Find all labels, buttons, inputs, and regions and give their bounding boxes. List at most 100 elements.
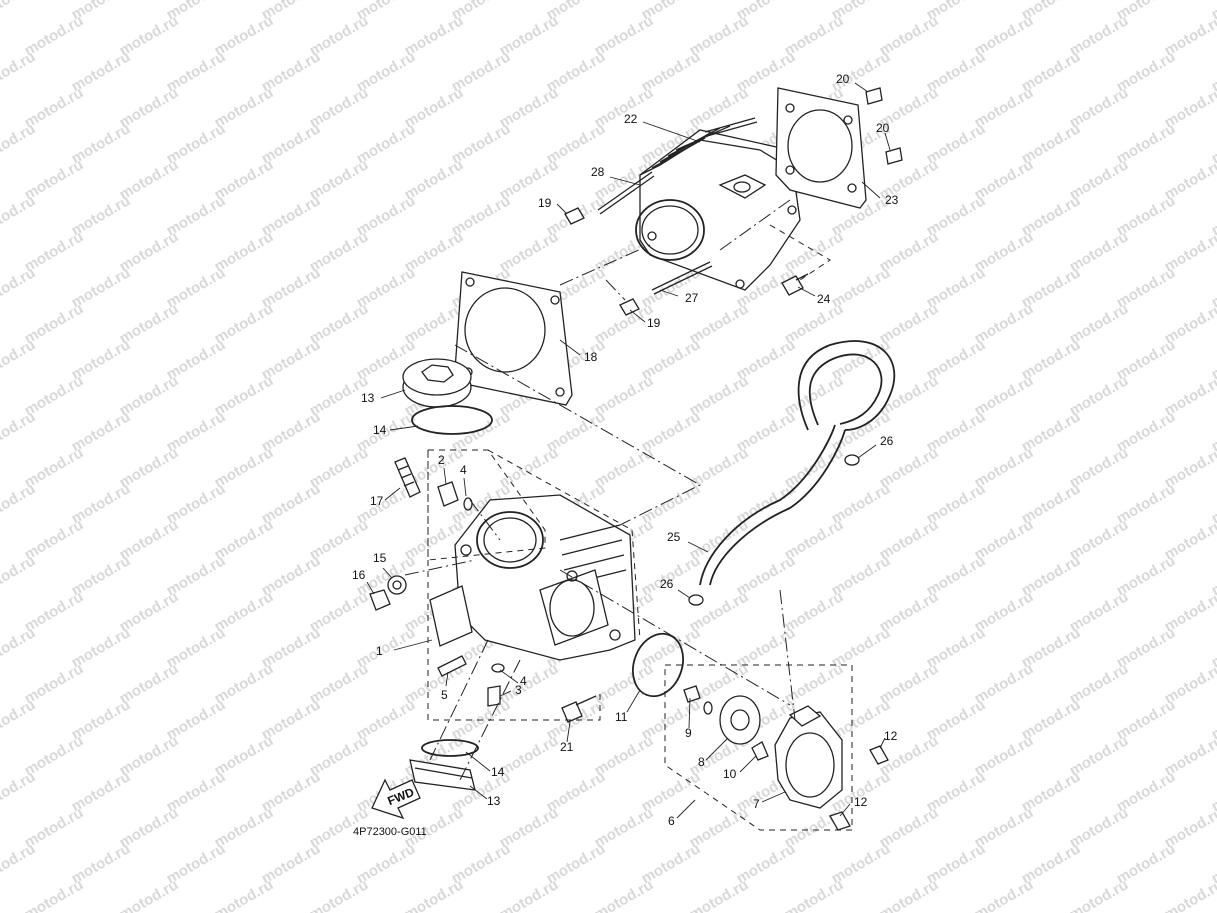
callout-21: 21 [560, 740, 574, 754]
callout-12-upper: 12 [884, 729, 898, 743]
callout-17: 17 [370, 494, 384, 508]
callout-19-upper: 19 [538, 196, 552, 210]
callout-26-upper: 26 [880, 434, 894, 448]
callout-10: 10 [723, 767, 737, 781]
stud-bolt-28 [597, 171, 655, 215]
spark-plug-17 [394, 457, 421, 498]
o-ring-14-upper [411, 405, 493, 435]
watermark-text: motod.ru [782, 876, 847, 913]
dowel-20-a [865, 87, 883, 105]
fitting-3 [487, 685, 501, 707]
callout-14-upper: 14 [373, 423, 387, 437]
callout-22: 22 [624, 112, 638, 126]
callout-25: 25 [667, 530, 681, 544]
stud-bolt-27 [651, 261, 713, 295]
dowel-pin-19-upper [564, 207, 585, 225]
watermark-text: motod.ru [0, 192, 38, 239]
watermark-text: motod.ru [1162, 876, 1217, 913]
watermark-text: motod.ru [1209, 0, 1217, 23]
washer-15 [387, 575, 407, 595]
watermark-text: motod.ru [402, 876, 467, 913]
watermark-text: motod.ru [0, 0, 38, 23]
cap-bolt-24 [781, 273, 809, 296]
o-ring-4-upper [463, 497, 473, 511]
fwd-arrow [371, 778, 421, 820]
watermark-text: motod.ru [0, 768, 38, 815]
head-gasket-23 [775, 87, 867, 209]
callout-23: 23 [885, 193, 899, 207]
watermark-text: motod.ru [1067, 876, 1132, 913]
bolt-2 [437, 481, 459, 507]
o-ring-4-lower [491, 663, 505, 673]
callout-labels: 22 20 20 28 19 23 24 27 19 18 13 14 26 1… [352, 72, 899, 828]
callout-20-a: 20 [836, 72, 850, 86]
callout-8: 8 [698, 755, 705, 769]
o-ring-14-lower [421, 739, 479, 757]
callout-24: 24 [817, 292, 831, 306]
bolt-12-upper [869, 745, 889, 765]
clamp-26-lower [688, 594, 704, 606]
watermark-text: motod.ru [687, 876, 752, 913]
clamp-26-upper [844, 454, 860, 466]
fan-8 [719, 695, 761, 745]
watermark-text: motod.ru [592, 876, 657, 913]
callout-3: 3 [515, 683, 522, 697]
watermark-text: motod.ru [972, 876, 1037, 913]
callout-15: 15 [373, 551, 387, 565]
watermark-text: motod.ru [0, 624, 38, 671]
dowel-20-b [885, 147, 903, 165]
callout-5: 5 [441, 688, 448, 702]
watermark-text: motod.ru [0, 120, 38, 167]
air-duct-25 [699, 340, 896, 586]
oil-cap-13-lower [409, 759, 476, 791]
oil-cap-13-upper [402, 358, 472, 408]
bolt-9 [683, 685, 713, 715]
callout-26-lower: 26 [660, 577, 674, 591]
watermark-text: motod.ru [0, 840, 38, 887]
bolt-12-lower [829, 811, 851, 831]
leader-lines [366, 82, 891, 819]
watermark-text: motod.ru [0, 552, 38, 599]
cylinder-head [635, 125, 801, 291]
watermark-text: motod.ru [0, 264, 38, 311]
callout-4-lower: 4 [520, 674, 527, 688]
stud-bolt-22 [704, 117, 758, 137]
callout-13-lower: 13 [487, 794, 501, 808]
diagram-code: 4P72300-G011 [353, 826, 427, 838]
watermark-text: motod.ru [0, 408, 38, 455]
bolt-16 [369, 589, 391, 611]
watermark-text: motod.ru [0, 48, 38, 95]
callout-20-b: 20 [876, 121, 890, 135]
callout-9: 9 [685, 726, 692, 740]
watermark-text: motod.ru [212, 876, 277, 913]
callout-18: 18 [584, 350, 598, 364]
callout-11: 11 [615, 710, 628, 724]
callout-19-lower: 19 [647, 316, 661, 330]
callout-14-lower: 14 [491, 765, 505, 779]
shroud-7 [774, 705, 843, 809]
callout-16: 16 [352, 568, 366, 582]
watermark-text: motod.ru [0, 480, 38, 527]
watermark-text: motod.ru [307, 876, 372, 913]
reference-lines [404, 199, 853, 831]
watermark-text: motod.ru [497, 876, 562, 913]
watermark-text: motod.ru [117, 876, 182, 913]
watermark-text: motod.ru [22, 876, 87, 913]
bolt-21 [561, 695, 597, 723]
callout-13-upper: 13 [361, 391, 375, 405]
dowel-pin-19-lower [619, 298, 640, 316]
callout-12-lower: 12 [854, 795, 868, 809]
watermark-text: motod.ru [0, 336, 38, 383]
callout-27: 27 [685, 291, 699, 305]
watermark-text: motod.ru [0, 696, 38, 743]
gasket-11 [632, 632, 684, 698]
cylinder-gasket-18 [454, 271, 573, 406]
callout-1: 1 [376, 644, 383, 658]
callout-4-upper: 4 [460, 463, 467, 477]
watermark-text: motod.ru [877, 876, 942, 913]
callout-6: 6 [668, 814, 675, 828]
stud-5 [437, 655, 467, 677]
callout-28: 28 [591, 165, 605, 179]
